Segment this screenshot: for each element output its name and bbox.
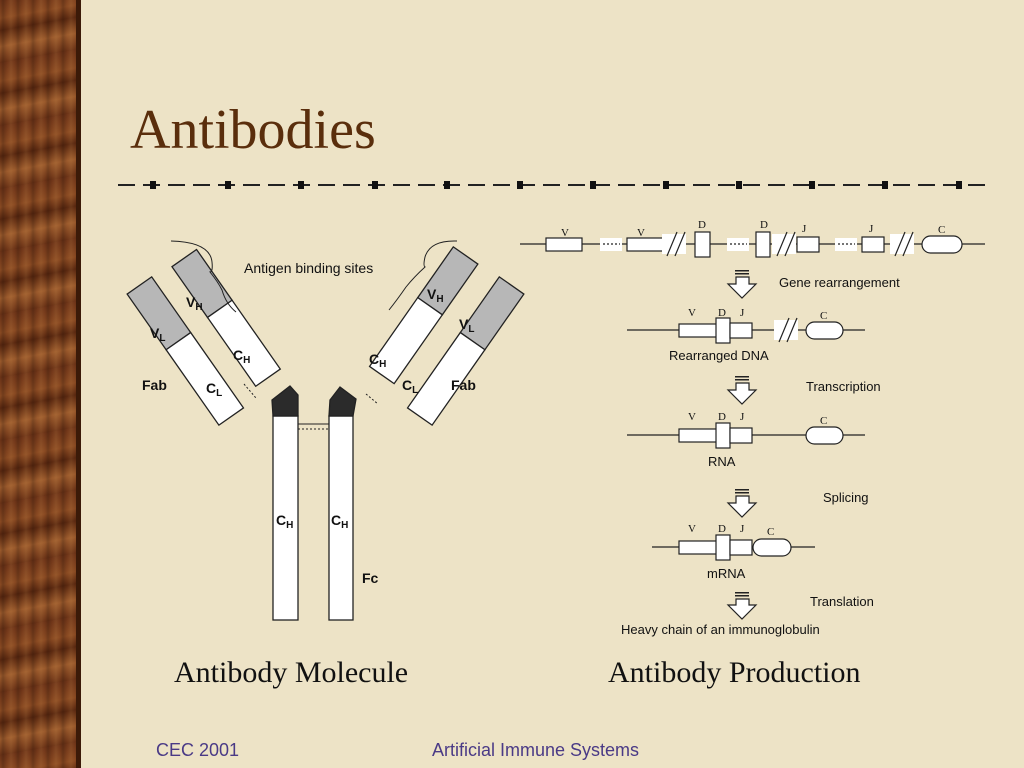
- cl-label-right: CL: [402, 377, 418, 396]
- arrow-down-gene-rearrangement: [726, 270, 758, 299]
- gene-letter-v: V: [688, 307, 696, 319]
- gene-letter-d: D: [718, 523, 726, 535]
- caption-antibody-production: Antibody Production: [608, 656, 861, 689]
- vh-label-left: VH: [186, 294, 203, 313]
- antibody-molecule: [126, 240, 525, 621]
- vl-label-right: VL: [459, 316, 474, 335]
- arrow-down-transcription: [726, 376, 758, 405]
- heavy-chain-constant-right: [328, 415, 354, 621]
- gene-letter-j: J: [740, 411, 745, 423]
- gene-letter-j: J: [869, 223, 874, 235]
- ch-label-stem-left: CH: [276, 512, 293, 531]
- molecule-labels: Antigen binding sites Fab Fab Fc VH VL C…: [142, 260, 476, 586]
- mrna: [652, 534, 815, 561]
- antibody-production: [520, 231, 985, 620]
- gene-letter-c: C: [820, 415, 827, 427]
- gene-letter-j: J: [740, 523, 745, 535]
- fab-label-left: Fab: [142, 377, 167, 393]
- gene-letter-d: D: [718, 411, 726, 423]
- gene-letter-c: C: [820, 310, 827, 322]
- wood-border: [0, 0, 78, 768]
- gene-letter-d: D: [718, 307, 726, 319]
- rearranged-dna: [627, 317, 865, 344]
- gene-letter-c: C: [767, 526, 774, 538]
- ch-label-stem-right: CH: [331, 512, 348, 531]
- step-gene-rearrangement: Gene rearrangement: [779, 275, 900, 290]
- hinge-right: [328, 386, 357, 417]
- cl-label-left: CL: [206, 380, 222, 399]
- gene-letter-v: V: [637, 227, 645, 239]
- right-heavy-arm: [368, 245, 479, 385]
- step-splicing: Splicing: [823, 490, 869, 505]
- arrow-down-splicing: [726, 489, 758, 518]
- ch-label-left: CH: [233, 347, 250, 366]
- binding-site-brace-right: [388, 240, 458, 311]
- left-light-arm: [126, 275, 245, 427]
- rna-label: RNA: [708, 454, 736, 469]
- decorative-rule: [118, 181, 993, 189]
- fc-label: Fc: [362, 570, 379, 586]
- rna: [627, 422, 865, 449]
- gene-letter-d: D: [698, 219, 706, 231]
- binding-site-brace-left: [170, 240, 237, 313]
- gene-letter-v: V: [688, 411, 696, 423]
- caption-antibody-molecule: Antibody Molecule: [174, 656, 409, 689]
- gene-letter-v: V: [561, 227, 569, 239]
- vl-label-left: VL: [150, 325, 165, 344]
- gene-letter-v: V: [688, 523, 696, 535]
- wood-border-edge: [76, 0, 81, 768]
- ch-domain-right: [368, 296, 444, 385]
- mrna-label: mRNA: [707, 566, 746, 581]
- rearranged-dna-label: Rearranged DNA: [669, 348, 769, 363]
- production-labels: V V D D J J C V D J C V D J C V D J C Ge…: [561, 219, 945, 637]
- step-transcription: Transcription: [806, 379, 881, 394]
- ch-label-right: CH: [369, 351, 386, 370]
- germline-dna: [520, 231, 985, 258]
- heavy-chain-result: Heavy chain of an immunoglobulin: [621, 622, 820, 637]
- gene-letter-c: C: [938, 224, 945, 236]
- left-heavy-arm: [171, 248, 282, 388]
- cl-domain-right: [406, 331, 486, 427]
- right-light-arm: [406, 275, 525, 427]
- heavy-chain-constant-left: [272, 415, 299, 621]
- hinge-left: [271, 385, 299, 417]
- cl-domain-left: [165, 331, 245, 427]
- gene-letter-j: J: [802, 223, 807, 235]
- slide-title: Antibodies: [130, 99, 376, 161]
- gene-letter-d: D: [760, 219, 768, 231]
- fab-label-right: Fab: [451, 377, 476, 393]
- gene-letter-j: J: [740, 307, 745, 319]
- step-translation: Translation: [810, 594, 874, 609]
- vh-label-right: VH: [427, 286, 444, 305]
- arrow-down-translation: [726, 592, 758, 620]
- antigen-binding-label: Antigen binding sites: [244, 260, 373, 276]
- footer-title: Artificial Immune Systems: [432, 740, 640, 760]
- ch-domain-left: [206, 299, 282, 388]
- footer-conference: CEC 2001: [156, 740, 240, 760]
